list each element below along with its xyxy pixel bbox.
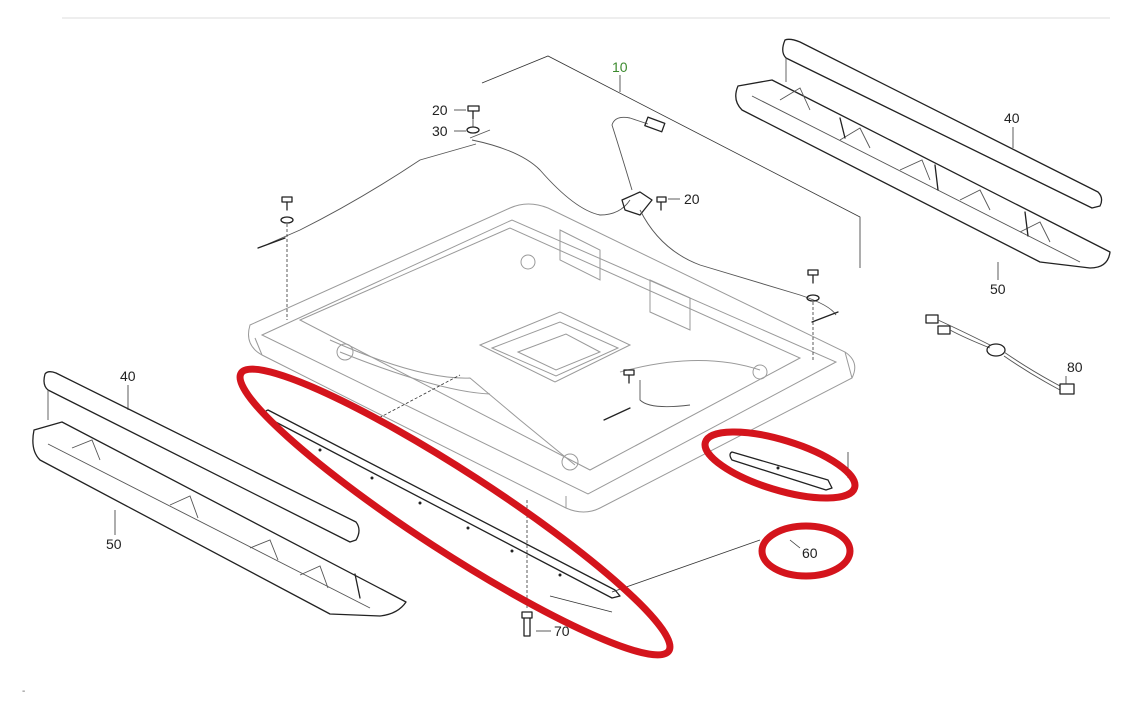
callout-40-right: 40 bbox=[1004, 110, 1020, 126]
cable-assembly bbox=[257, 116, 839, 408]
highlight-callout-60 bbox=[758, 522, 854, 580]
cover-bar-left bbox=[43, 371, 360, 543]
base-right bbox=[735, 79, 1111, 269]
callout-40-left: 40 bbox=[120, 368, 136, 384]
strip-long bbox=[264, 374, 761, 613]
fasteners bbox=[280, 105, 820, 637]
assembly-bracket bbox=[481, 55, 861, 268]
screw-20-bracket bbox=[656, 196, 667, 211]
screw-left bbox=[280, 196, 294, 320]
highlight-long-strip bbox=[236, 365, 674, 659]
callout-20-bracket: 20 bbox=[684, 191, 700, 207]
main-housing bbox=[248, 203, 856, 513]
base-left bbox=[32, 421, 407, 617]
screw-20-top bbox=[467, 105, 480, 120]
wire-harness bbox=[925, 314, 1075, 395]
callout-50-left: 50 bbox=[106, 536, 122, 552]
highlight-short-strip bbox=[701, 428, 859, 502]
screw-70-bottom bbox=[521, 500, 533, 637]
callout-60: 60 bbox=[802, 545, 818, 561]
callout-20-top: 20 bbox=[432, 102, 448, 118]
footer-mark: - bbox=[22, 686, 26, 697]
washer-30-top bbox=[466, 126, 480, 134]
callout-70: 70 bbox=[554, 623, 570, 639]
callout-labels: 10 20 30 20 40 50 40 50 60 70 80 bbox=[106, 59, 1083, 639]
highlight-marks bbox=[236, 365, 859, 659]
callout-leaders bbox=[114, 109, 1067, 632]
callout-30: 30 bbox=[432, 123, 448, 139]
screw-center bbox=[603, 369, 635, 421]
callout-10: 10 bbox=[612, 59, 628, 75]
cover-bar-right bbox=[782, 38, 1103, 209]
screw-right bbox=[806, 269, 820, 360]
callout-80: 80 bbox=[1067, 359, 1083, 375]
callout-50-right: 50 bbox=[990, 281, 1006, 297]
